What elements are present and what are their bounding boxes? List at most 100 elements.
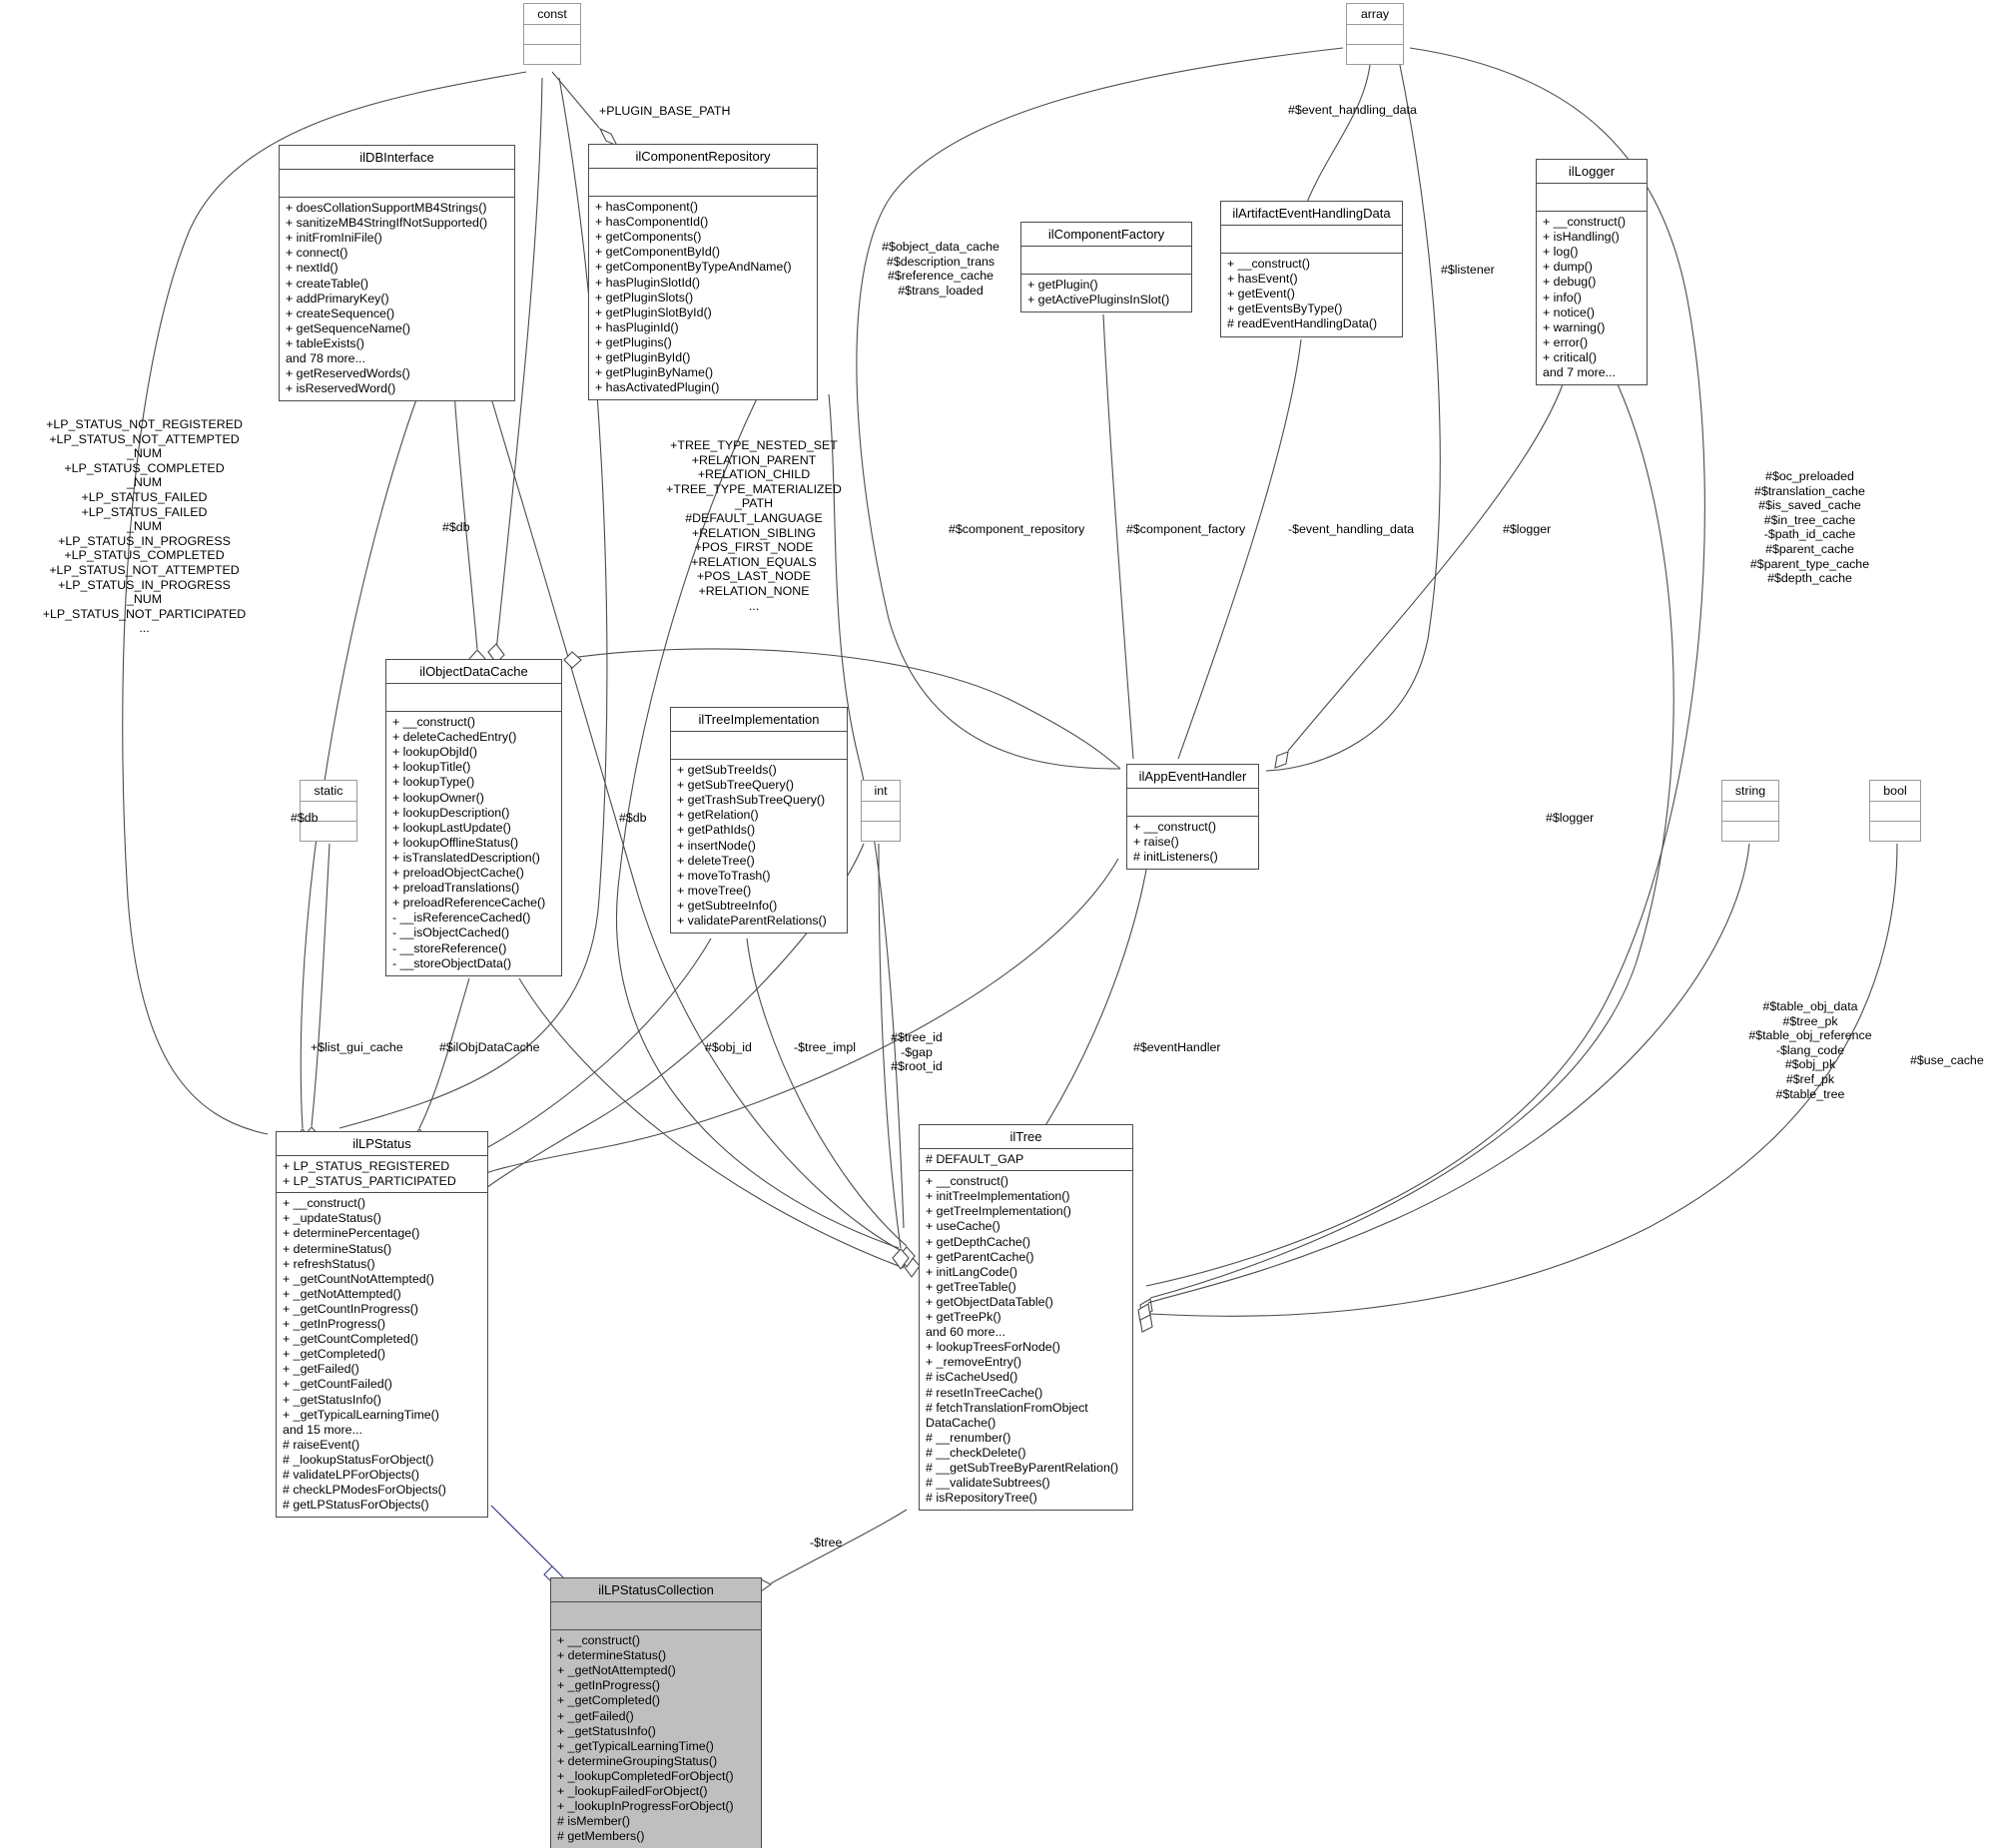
member-row: + __construct() <box>392 715 475 730</box>
edge-label-obj-id: #$obj_id <box>705 1040 752 1054</box>
member-row: + __construct() <box>926 1174 1008 1189</box>
member-row: + raise() <box>1133 835 1179 850</box>
edge-label-lp-status-constants: +LP_STATUS_NOT_REGISTERED +LP_STATUS_NOT… <box>42 417 247 636</box>
member-row: + getPlugins() <box>595 334 672 349</box>
class-attributes <box>589 169 817 198</box>
member-row: + __construct() <box>1133 820 1216 835</box>
class-title: ilLPStatusCollection <box>551 1578 761 1603</box>
member-row: + isReservedWord() <box>286 381 396 396</box>
member-row: + log() <box>1543 245 1579 260</box>
stub-compartment-1 <box>1870 802 1920 822</box>
member-row: + moveTree() <box>677 883 752 898</box>
edge-label-use-cache: #$use_cache <box>1910 1053 1984 1067</box>
class-operations: + doesCollationSupportMB4Strings()+ sani… <box>280 198 514 400</box>
class-ilTree[interactable]: ilTree # DEFAULT_GAP + __construct()+ in… <box>919 1124 1133 1512</box>
member-row: + getEventsByType() <box>1227 302 1343 316</box>
class-ilObjectDataCache[interactable]: ilObjectDataCache + __construct()+ delet… <box>385 659 562 976</box>
member-row: + createTable() <box>286 276 368 291</box>
class-title: ilAppEventHandler <box>1127 765 1258 790</box>
class-title: ilLPStatus <box>277 1132 487 1157</box>
stub-label: bool <box>1870 781 1920 802</box>
class-operations: + __construct()+ raise()# initListeners(… <box>1127 817 1258 869</box>
member-row: # getMembers() <box>557 1829 645 1844</box>
stub-compartment-2 <box>862 822 900 841</box>
member-row: # __validateSubtrees() <box>926 1476 1050 1491</box>
member-row: + getPluginSlotById() <box>595 305 712 319</box>
member-row: + deleteCachedEntry() <box>392 730 517 745</box>
member-row: + initFromIniFile() <box>286 231 382 246</box>
class-attributes <box>671 732 847 761</box>
member-row: # readEventHandlingData() <box>1227 316 1378 331</box>
stub-const: const <box>523 3 581 65</box>
class-ilLogger[interactable]: ilLogger + __construct()+ isHandling()+ … <box>1536 159 1648 386</box>
class-title: ilObjectDataCache <box>386 660 561 685</box>
stub-int: int <box>861 780 901 842</box>
class-operations: + getSubTreeIds()+ getSubTreeQuery()+ ge… <box>671 760 847 932</box>
stub-label: string <box>1722 781 1778 802</box>
member-row: + dump() <box>1543 260 1593 275</box>
member-row: + preloadTranslations() <box>392 881 520 896</box>
class-ilComponentRepository[interactable]: ilComponentRepository + hasComponent() + … <box>588 144 818 401</box>
member-row: + preloadObjectCache() <box>392 866 524 881</box>
member-row: + nextId() <box>286 261 338 276</box>
class-title: ilArtifactEventHandlingData <box>1221 202 1402 227</box>
member-row: + critical() <box>1543 349 1598 364</box>
member-row: + getObjectDataTable() <box>926 1294 1053 1309</box>
class-operations: + __construct()+ deleteCachedEntry()+ lo… <box>386 712 561 975</box>
member-row: + _lookupFailedForObject() <box>557 1784 708 1799</box>
edge-label-tree-caches: #$oc_preloaded #$translation_cache #$is_… <box>1749 469 1870 586</box>
class-ilComponentFactory[interactable]: ilComponentFactory + getPlugin()+ getAct… <box>1020 222 1192 313</box>
member-row: # isRepositoryTree() <box>926 1491 1037 1506</box>
edge-label-component-factory: #$component_factory <box>1126 522 1246 536</box>
member-row: + hasEvent() <box>1227 272 1298 287</box>
member-row: + validateParentRelations() <box>677 914 827 928</box>
class-ilAppEventHandler[interactable]: ilAppEventHandler + __construct()+ raise… <box>1126 764 1259 871</box>
member-row: - __storeReference() <box>392 940 507 955</box>
member-row: + createSequence() <box>286 306 395 320</box>
member-row: # __checkDelete() <box>926 1445 1026 1460</box>
member-row: + useCache() <box>926 1219 1000 1234</box>
class-attributes <box>1021 247 1191 276</box>
member-row: + determineGroupingStatus() <box>557 1753 718 1768</box>
member-row: + hasActivatedPlugin() <box>595 380 720 395</box>
member-row: + _getNotAttempted() <box>557 1663 676 1678</box>
member-row: + getComponentByTypeAndName() <box>595 260 792 275</box>
member-row: + insertNode() <box>677 838 756 853</box>
class-title: ilDBInterface <box>280 146 514 171</box>
member-row: + LP_STATUS_PARTICIPATED <box>283 1174 456 1189</box>
member-row: + lookupLastUpdate() <box>392 820 511 835</box>
edge-label-listener: #$listener <box>1441 263 1495 277</box>
member-row: + lookupDescription() <box>392 805 510 820</box>
member-row: + lookupObjId() <box>392 745 478 760</box>
member-row: + getComponents() <box>595 230 702 245</box>
edge-label-event-handler: #$eventHandler <box>1133 1040 1221 1054</box>
member-row: + lookupTreesForNode() <box>926 1340 1060 1355</box>
member-row: + info() <box>1543 290 1582 305</box>
stub-compartment-1 <box>524 25 580 45</box>
member-row: + getTreeTable() <box>926 1279 1016 1294</box>
member-row: # _lookupStatusForObject() <box>283 1452 434 1467</box>
member-row: + warning() <box>1543 319 1606 334</box>
class-ilLPStatus[interactable]: ilLPStatus + LP_STATUS_REGISTERED+ LP_ST… <box>276 1131 488 1519</box>
edge-label-table-fields: #$table_obj_data #$tree_pk #$table_obj_r… <box>1748 999 1872 1101</box>
member-row: + deleteTree() <box>677 853 755 868</box>
stub-compartment-1 <box>1347 25 1403 45</box>
class-ilDBInterface[interactable]: ilDBInterface + doesCollationSupportMB4S… <box>279 145 515 402</box>
class-title: ilComponentRepository <box>589 145 817 170</box>
member-row: # resetInTreeCache() <box>926 1385 1043 1400</box>
class-ilLPStatusCollection[interactable]: ilLPStatusCollection + __construct()+ de… <box>550 1577 762 1848</box>
member-row: DataCache() <box>926 1415 997 1430</box>
member-row: + lookupTitle() <box>392 760 471 775</box>
member-row: + _getFailed() <box>557 1708 634 1723</box>
class-ilTreeImplementation[interactable]: ilTreeImplementation + getSubTreeIds()+ … <box>670 707 848 934</box>
member-row: + getTreePk() <box>926 1310 1001 1325</box>
member-row: + _getInProgress() <box>557 1678 660 1693</box>
stub-compartment-1 <box>862 802 900 822</box>
member-row: + hasComponent() <box>595 200 698 215</box>
member-row: + getActivePluginsInSlot() <box>1027 293 1170 308</box>
member-row: + getSubTreeQuery() <box>677 778 794 793</box>
class-ilArtifactEventHandlingData[interactable]: ilArtifactEventHandlingData + __construc… <box>1220 201 1403 337</box>
member-row: and 7 more... <box>1543 365 1617 380</box>
member-row: + _getTypicalLearningTime() <box>283 1407 439 1422</box>
member-row: + tableExists() <box>286 335 364 350</box>
